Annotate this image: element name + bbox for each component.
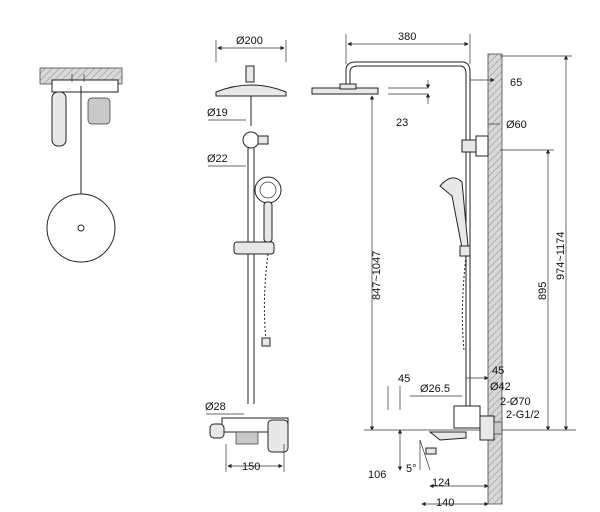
dim-slide-height: 847~1047 <box>371 251 383 300</box>
mixer-side <box>453 405 481 429</box>
outlet-plan <box>87 97 111 125</box>
dim-arm-offset: 65 <box>510 77 522 89</box>
dim-pipe-top: Ø19 <box>207 107 228 119</box>
mixer-handle-plan <box>51 91 67 147</box>
side-view: 380 65 23 Ø60 847~1047 974 <box>311 31 576 509</box>
mixer-handle-front <box>267 419 289 453</box>
dim-spout-depth: 124 <box>432 477 450 489</box>
dim-spout-angle: 5° <box>406 463 417 475</box>
dim-arm-length: 380 <box>398 31 416 43</box>
hand-shower-front <box>254 176 282 204</box>
dim-thread: 2-G1/2 <box>506 409 540 421</box>
dim-total-height: 974~1174 <box>555 232 567 280</box>
bracket-front <box>242 131 260 149</box>
wall-side <box>487 53 503 505</box>
dim-head-thickness: 23 <box>396 117 408 129</box>
mixer-body-plan <box>51 79 119 93</box>
dim-spout-height: 106 <box>368 469 386 481</box>
bracket-side <box>461 139 477 153</box>
dim-pipe-base: Ø26.5 <box>420 383 450 395</box>
shower-arm <box>345 61 471 140</box>
slider-front <box>233 241 275 255</box>
dim-mixer-offset: 45 <box>398 373 410 385</box>
dim-spout-length: 140 <box>436 497 454 509</box>
dim-outlet: Ø42 <box>490 381 511 393</box>
dim-pipe-mid: Ø22 <box>207 153 228 165</box>
front-view: Ø200 Ø19 Ø22 Ø28 <box>205 35 289 473</box>
dim-base: Ø28 <box>205 401 226 413</box>
dim-mixer-height: 895 <box>537 282 549 300</box>
dim-head-diameter: Ø200 <box>236 35 263 47</box>
dim-flange: 2-Ø70 <box>500 396 531 408</box>
shower-head-plan <box>46 193 116 263</box>
dim-bracket: Ø60 <box>506 119 527 131</box>
plan-view <box>39 67 123 263</box>
shower-head-front <box>215 84 287 97</box>
spout-side <box>428 431 467 441</box>
hand-shower-side <box>439 177 469 249</box>
dim-mixer-width: 150 <box>242 461 260 473</box>
dim-rail-top: 45 <box>492 365 504 377</box>
hose-front <box>263 253 269 341</box>
